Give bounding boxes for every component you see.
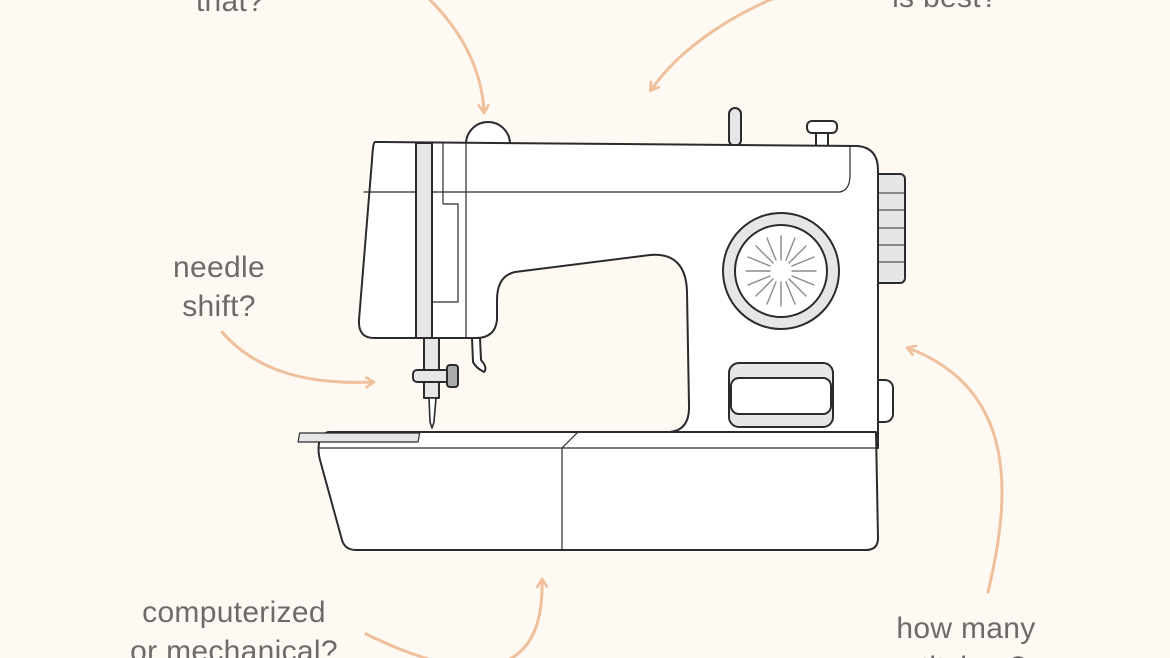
free-arm-base [317, 431, 879, 551]
handwheel-grip-lines [875, 192, 906, 263]
arrow-top-right [651, 0, 774, 90]
needle-plate [297, 432, 421, 443]
base-divider-top [561, 431, 579, 449]
thread-guide-knob [465, 121, 511, 145]
label-top-right: is best? [865, 0, 1025, 17]
presser-foot-lever [471, 337, 487, 373]
arrow-top-left [427, 0, 484, 112]
label-top-left: that? [195, 0, 265, 18]
top-band-line [363, 145, 851, 193]
clamp-screw [446, 364, 459, 388]
label-needle-shift: needle shift? [173, 251, 265, 323]
stitch-dial-ticks [745, 235, 817, 307]
arrow-stitches [908, 348, 1004, 594]
needle-bar [423, 337, 440, 399]
needle [428, 397, 437, 429]
label-computerized: computerized or mechanical? [130, 596, 338, 658]
label-stitches: how many stitches? [896, 612, 1036, 658]
thread-path-line [431, 142, 459, 303]
reverse-lever-inner [730, 377, 832, 415]
needle-column [415, 142, 433, 339]
bobbin-winder-cap [806, 120, 838, 134]
arrow-needle-shift [220, 330, 373, 382]
arrow-computerized [364, 580, 542, 658]
needle-clamp [412, 369, 452, 383]
spool-pin [728, 107, 742, 147]
